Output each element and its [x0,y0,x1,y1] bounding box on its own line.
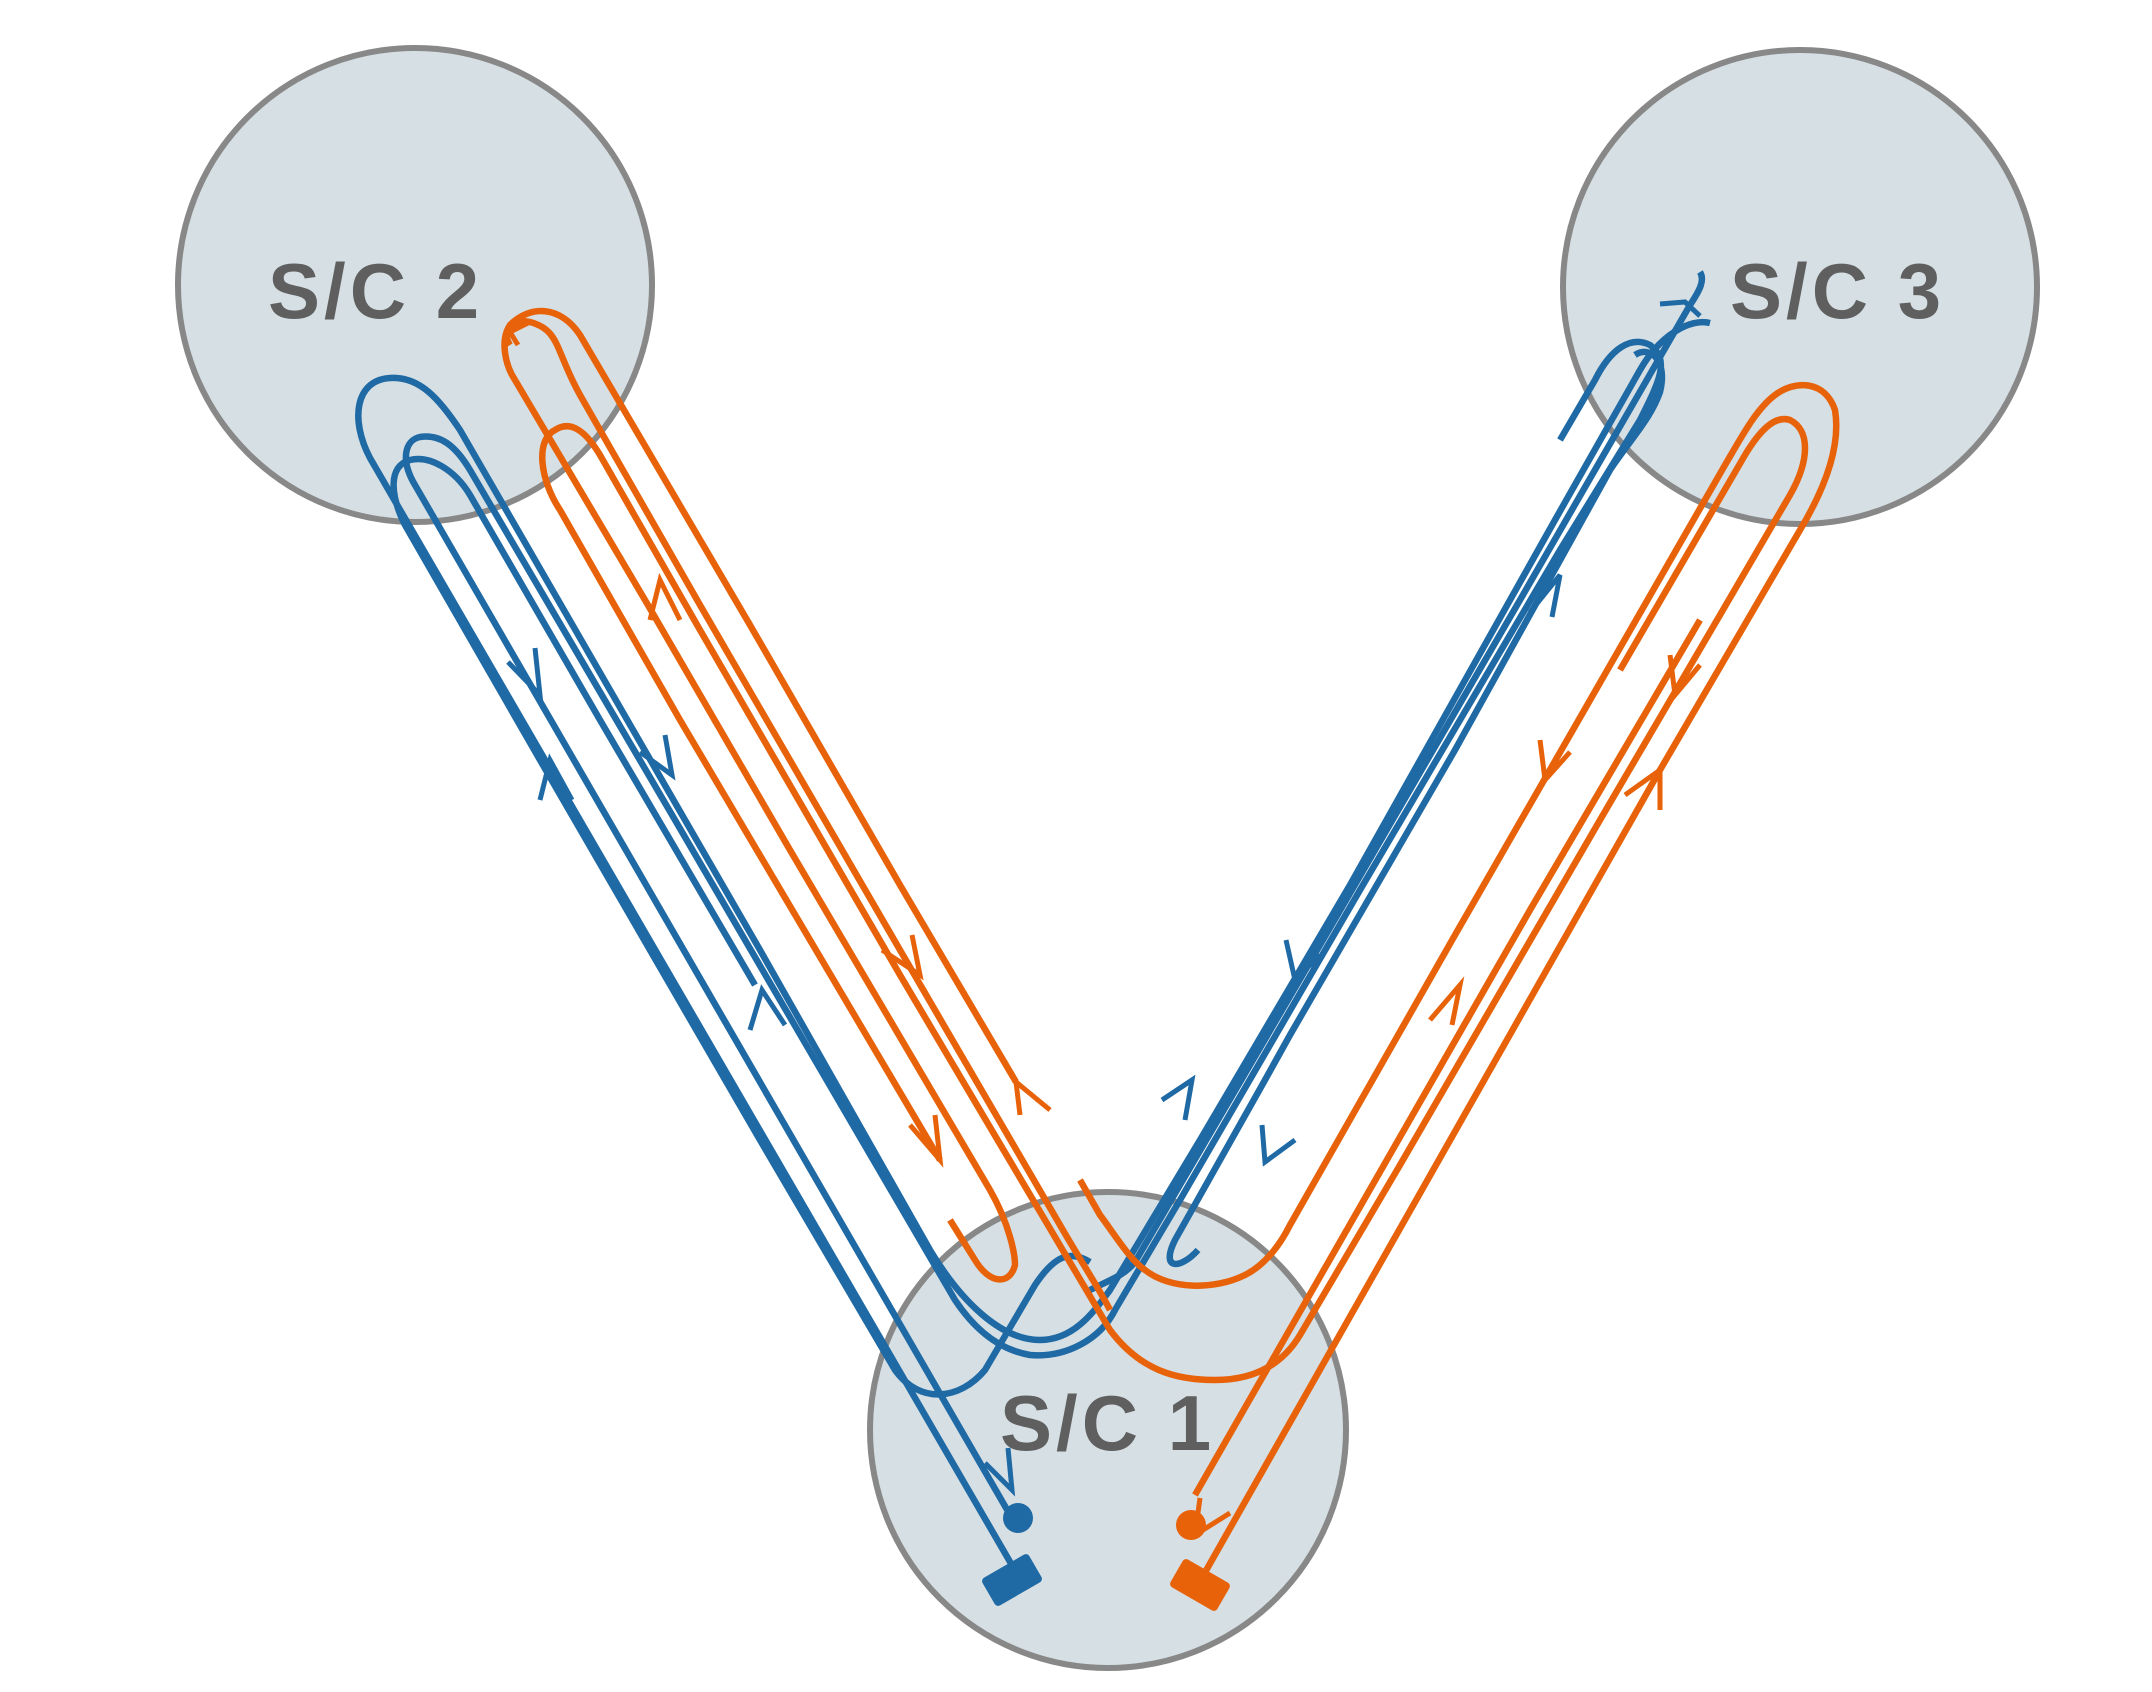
orange-sc2-loop-path [503,317,1113,1312]
node-sc3: S/C 3 [1560,47,2040,527]
orange-right-inner-path [1192,618,1703,1497]
blue-left-inner-path [402,338,1665,1522]
orange-sc2-turn-arrow [506,319,532,347]
blue-arrow-up-2 [747,984,788,1031]
orange-paths [501,307,1840,1592]
blue-arrow-down-3 [983,1447,1016,1497]
sc1-label: S/C 1 [1000,1379,1215,1467]
orange-endpoint-dot [1176,1510,1206,1540]
blue-arrow-down-4 [1283,939,1322,985]
orange-markers [1170,1510,1230,1611]
orange-arrow-down-2 [908,1114,944,1168]
blue-right-outer-path [1088,270,1706,1293]
orange-arrow-down-1 [880,934,924,981]
blue-endpoint-dot [1003,1503,1033,1533]
blue-markers [982,1503,1042,1606]
blue-arrow-up-4 [1528,573,1563,618]
orange-arrow-up-1 [647,572,683,622]
blue-left-middle-path [390,455,1092,1398]
sc1-circle [867,1189,1349,1671]
orange-arrow-up-3 [1428,976,1465,1026]
blue-arrow-down-2 [638,734,676,781]
orange-arrow-up-2 [1012,1076,1052,1116]
orange-right-outer-path [1077,381,1840,1592]
orange-left-inner-path [539,415,1809,1384]
sc3-label: S/C 3 [1730,247,1945,335]
blue-arrow-up-1 [537,753,575,802]
orange-left-outer-path [501,307,1019,1283]
blue-arrowheads [506,299,1702,1497]
orange-arrow-down-4 [1537,739,1572,786]
orange-laser-source-block [1170,1559,1230,1611]
sc2-label: S/C 2 [268,247,483,335]
blue-arrow-down-1 [506,647,544,702]
node-sc2: S/C 2 [175,45,655,525]
blue-paths [355,270,1711,1569]
blue-arrow-down-5 [1259,1124,1297,1167]
blue-arrow-up-3 [1160,1074,1196,1121]
node-sc1: S/C 1 [867,1189,1349,1671]
orange-arrow-down-5 [1667,654,1702,702]
blue-sc3-turn-arrow [1659,299,1702,318]
orange-arrow-up-4 [1623,765,1663,810]
blue-left-outer-path [355,318,1711,1569]
sc2-circle [175,45,655,525]
blue-laser-source-block [982,1554,1042,1606]
